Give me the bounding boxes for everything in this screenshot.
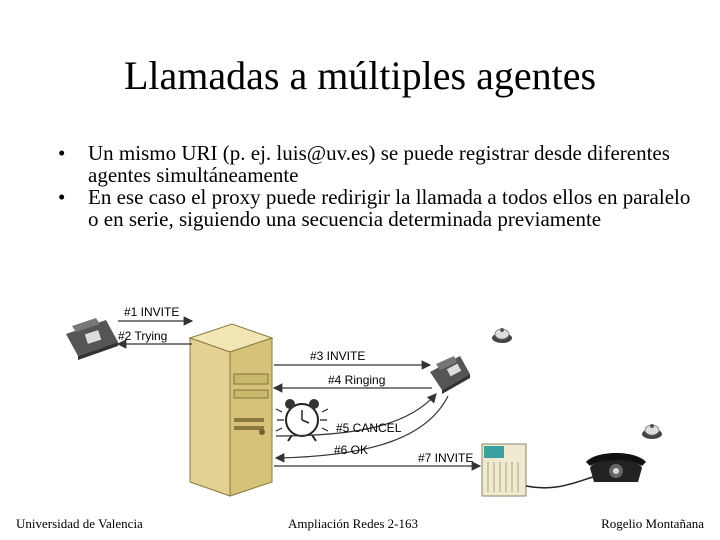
pbx-icon [481,443,527,497]
message-label: #5 CANCEL [336,421,402,435]
message-label: #6 OK [334,443,368,457]
bullet-dot: • [58,141,66,165]
bell-icon [492,328,512,343]
message-label: #3 INVITE [310,349,365,363]
alarm-clock-icon [275,399,329,442]
slide-title: Llamadas a múltiples agentes [123,53,597,98]
phone-cable [525,475,597,489]
desk-phone-icon [66,318,118,360]
proxy-server-icon [188,323,274,497]
message-label: #4 Ringing [328,373,385,387]
desk-phone-icon [430,356,470,394]
bell-icon [642,424,662,439]
footer-course: Ampliación Redes 2-163 [288,516,418,531]
footer-author: Rogelio Montañana [601,516,704,531]
arrow-cancel-5 [275,393,437,437]
arrow-ok-6 [274,395,449,463]
bullet-text: Un mismo URI (p. ej. luis@uv.es) se pued… [88,141,670,187]
bullet-dot: • [58,185,66,209]
message-label: #7 INVITE [418,451,473,465]
message-label: #2 Trying [118,329,167,343]
bullet-list: • Un mismo URI (p. ej. luis@uv.es) se pu… [56,142,696,230]
bullet-item: • Un mismo URI (p. ej. luis@uv.es) se pu… [56,142,696,186]
bullet-text: En ese caso el proxy puede redirigir la … [88,185,691,231]
message-label: #1 INVITE [124,305,179,319]
bullet-item: • En ese caso el proxy puede redirigir l… [56,186,696,230]
rotary-phone-icon [586,453,646,482]
footer-university: Universidad de Valencia [16,516,143,531]
sip-call-diagram: #1 INVITE #2 Trying #3 INVITE #4 Ringing… [66,305,662,497]
